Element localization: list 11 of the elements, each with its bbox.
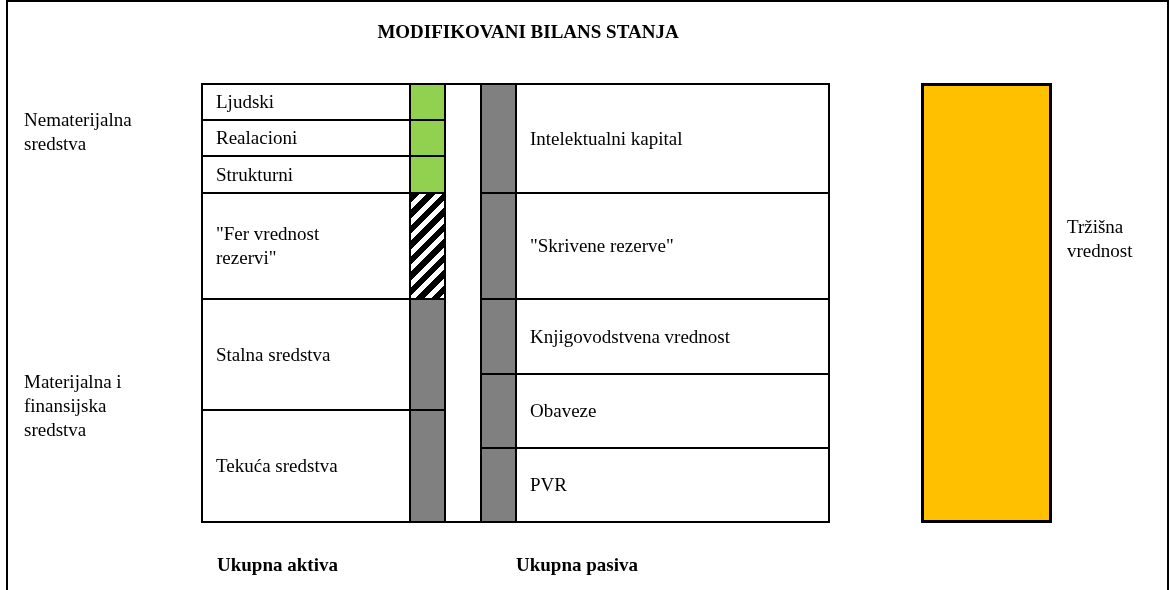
total-label: Ukupna pasiva	[516, 553, 639, 577]
title: MODIFIKOVANI BILANS STANJA	[376, 20, 680, 44]
table-cell: Tekuća sredstva	[201, 409, 411, 523]
value-bar	[921, 83, 1052, 523]
side-label: Tržišna vrednost	[1067, 215, 1134, 263]
group-label: Nematerijalna sredstva	[24, 108, 133, 156]
total-label: Ukupna aktiva	[217, 553, 339, 577]
table-cell: Intelektualni kapital	[515, 83, 830, 194]
table-cell: Ljudski	[201, 83, 411, 121]
group-label: Materijalna i finansijska sredstva	[24, 370, 123, 442]
table-cell: PVR	[515, 447, 830, 523]
